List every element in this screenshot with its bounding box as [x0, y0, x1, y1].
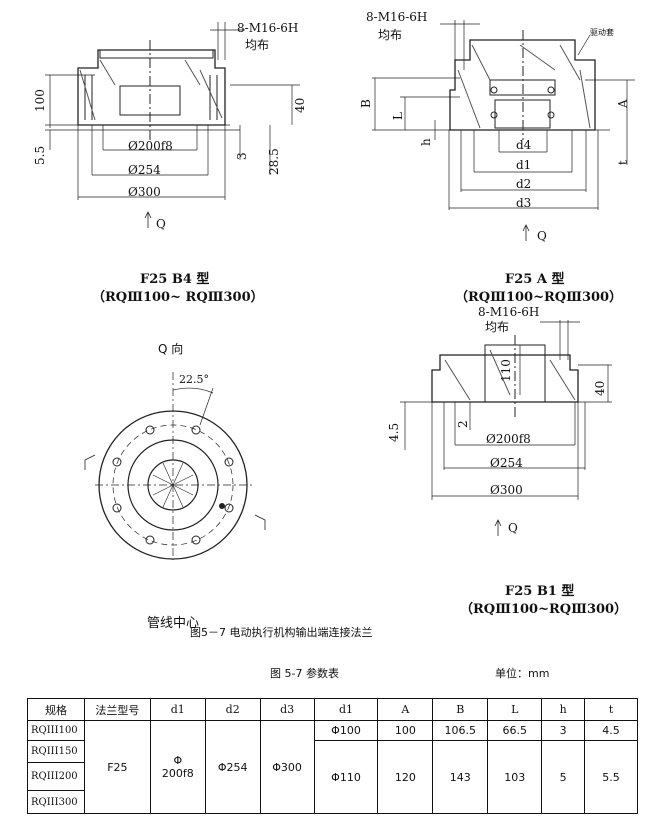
a-section-drawing [372, 20, 635, 241]
b4-subtitle: （RQⅢ100~ RQⅢ300） [92, 290, 264, 305]
b1-dim-2: 2 [456, 420, 470, 428]
b1-title: F25 B1 型 [505, 584, 575, 599]
b1-dim-d200f8: Ø200f8 [486, 432, 531, 446]
b1-view-arrow-label: Q [508, 521, 518, 535]
A-cell: 100 [377, 720, 434, 741]
b4-dim-d254: Ø254 [128, 163, 161, 177]
header-B: B [432, 698, 489, 721]
b4-dim-100: 100 [33, 89, 47, 112]
header-A: A [377, 698, 434, 721]
header-flange-model: 法兰型号 [83, 698, 151, 721]
a-dim-B: B [359, 99, 373, 108]
b1-dim-d254: Ø254 [490, 456, 523, 470]
b4-dim-d300: Ø300 [128, 185, 161, 199]
d1-value: 200f8 [161, 767, 194, 780]
a-subtitle: （RQⅢ100~RQⅢ300） [455, 290, 623, 305]
b1-section-drawing [400, 320, 612, 536]
b4-dim-5-5: 5.5 [33, 145, 47, 165]
B-cell: 106.5 [432, 720, 489, 741]
b4-dim-40: 40 [293, 97, 307, 113]
table-row: RQIII300 [27, 790, 638, 814]
a-dim-h: h [419, 138, 433, 146]
table-row: RQIII200 [27, 762, 638, 791]
b1-dim-4-5: 4.5 [387, 422, 401, 442]
model-cell: RQIII150 [27, 740, 85, 763]
flange-cell: F25 [83, 720, 151, 814]
header-d3: d3 [259, 698, 315, 721]
a-dim-t: t [616, 160, 630, 165]
header-d1-bore: d1 [313, 698, 379, 721]
model-cell: RQIII200 [27, 762, 85, 791]
b1-dim-d300: Ø300 [490, 483, 523, 497]
a-dim-A: A [616, 99, 630, 108]
a-part-label-drive-sleeve: 驱动套 [590, 28, 614, 37]
header-d2: d2 [204, 698, 261, 721]
b4-thread-note-sub: 均布 [245, 38, 270, 52]
L-cell: 103 [487, 740, 543, 814]
a-view-arrow-label: Q [537, 229, 547, 243]
d3-cell: Φ300 [259, 720, 315, 814]
d2-cell: Φ254 [204, 720, 261, 814]
a-dim-d4: d4 [516, 138, 532, 152]
a-thread-note: 8-M16-6H [366, 10, 428, 24]
h-cell: 3 [541, 720, 586, 741]
b1-dim-40: 40 [593, 380, 607, 396]
B-cell: 143 [432, 740, 489, 814]
b4-thread-note: 8-M16-6H [237, 21, 299, 35]
a-dim-d2: d2 [516, 177, 532, 191]
bore-cell: Φ110 [313, 740, 379, 814]
table-title: 图 5-7 参数表 [270, 667, 339, 680]
phi-symbol: Φ [173, 754, 183, 767]
b1-thread-note-sub: 均布 [485, 320, 510, 334]
a-thread-note-sub: 均布 [378, 28, 403, 42]
bore-cell: Φ100 [313, 720, 379, 741]
b4-dim-3: 3 [235, 152, 249, 160]
a-dim-d3: d3 [516, 196, 532, 210]
parameter-table: 规格 法兰型号 d1 d2 d3 d1 A B L h t RQIII100 F… [27, 698, 638, 814]
header-L: L [487, 698, 543, 721]
unit-label: 单位：mm [495, 667, 550, 680]
q-view-title: Q 向 [158, 342, 184, 356]
a-dim-d1: d1 [516, 158, 532, 172]
h-cell: 5 [541, 740, 586, 814]
header-spec: 规格 [27, 698, 85, 721]
figure-caption: 图5－7 电动执行机构输出端连接法兰 [190, 626, 373, 639]
t-cell: 4.5 [584, 720, 638, 741]
A-cell: 120 [377, 740, 434, 814]
table-header-row: 规格 法兰型号 d1 d2 d3 d1 A B L h t [27, 698, 638, 721]
q-view-flange-drawing [84, 372, 266, 560]
b4-title: F25 B4 型 [140, 272, 210, 287]
model-cell: RQIII100 [27, 720, 85, 741]
t-cell: 5.5 [584, 740, 638, 814]
L-cell: 66.5 [487, 720, 543, 741]
q-view-angle: 22.5° [179, 373, 209, 386]
b1-subtitle: （RQⅢ100~RQⅢ300） [460, 602, 628, 617]
b1-dim-110: 110 [499, 359, 513, 382]
model-cell: RQIII300 [27, 790, 85, 814]
header-h: h [541, 698, 586, 721]
b4-view-arrow-label: Q [156, 217, 166, 231]
pipeline-center-label: 管线中心 [147, 616, 200, 631]
table-row: RQIII150 Φ110 120 143 103 5 5.5 [27, 740, 638, 814]
b4-section-drawing [45, 22, 300, 228]
a-dim-L: L [391, 112, 405, 120]
header-t: t [584, 698, 638, 721]
header-d1: d1 [149, 698, 206, 721]
b1-thread-note: 8-M16-6H [478, 305, 540, 319]
b4-dim-d200f8: Ø200f8 [128, 139, 173, 153]
b4-dim-28-5: 28.5 [267, 148, 281, 175]
a-title: F25 A 型 [505, 272, 565, 287]
